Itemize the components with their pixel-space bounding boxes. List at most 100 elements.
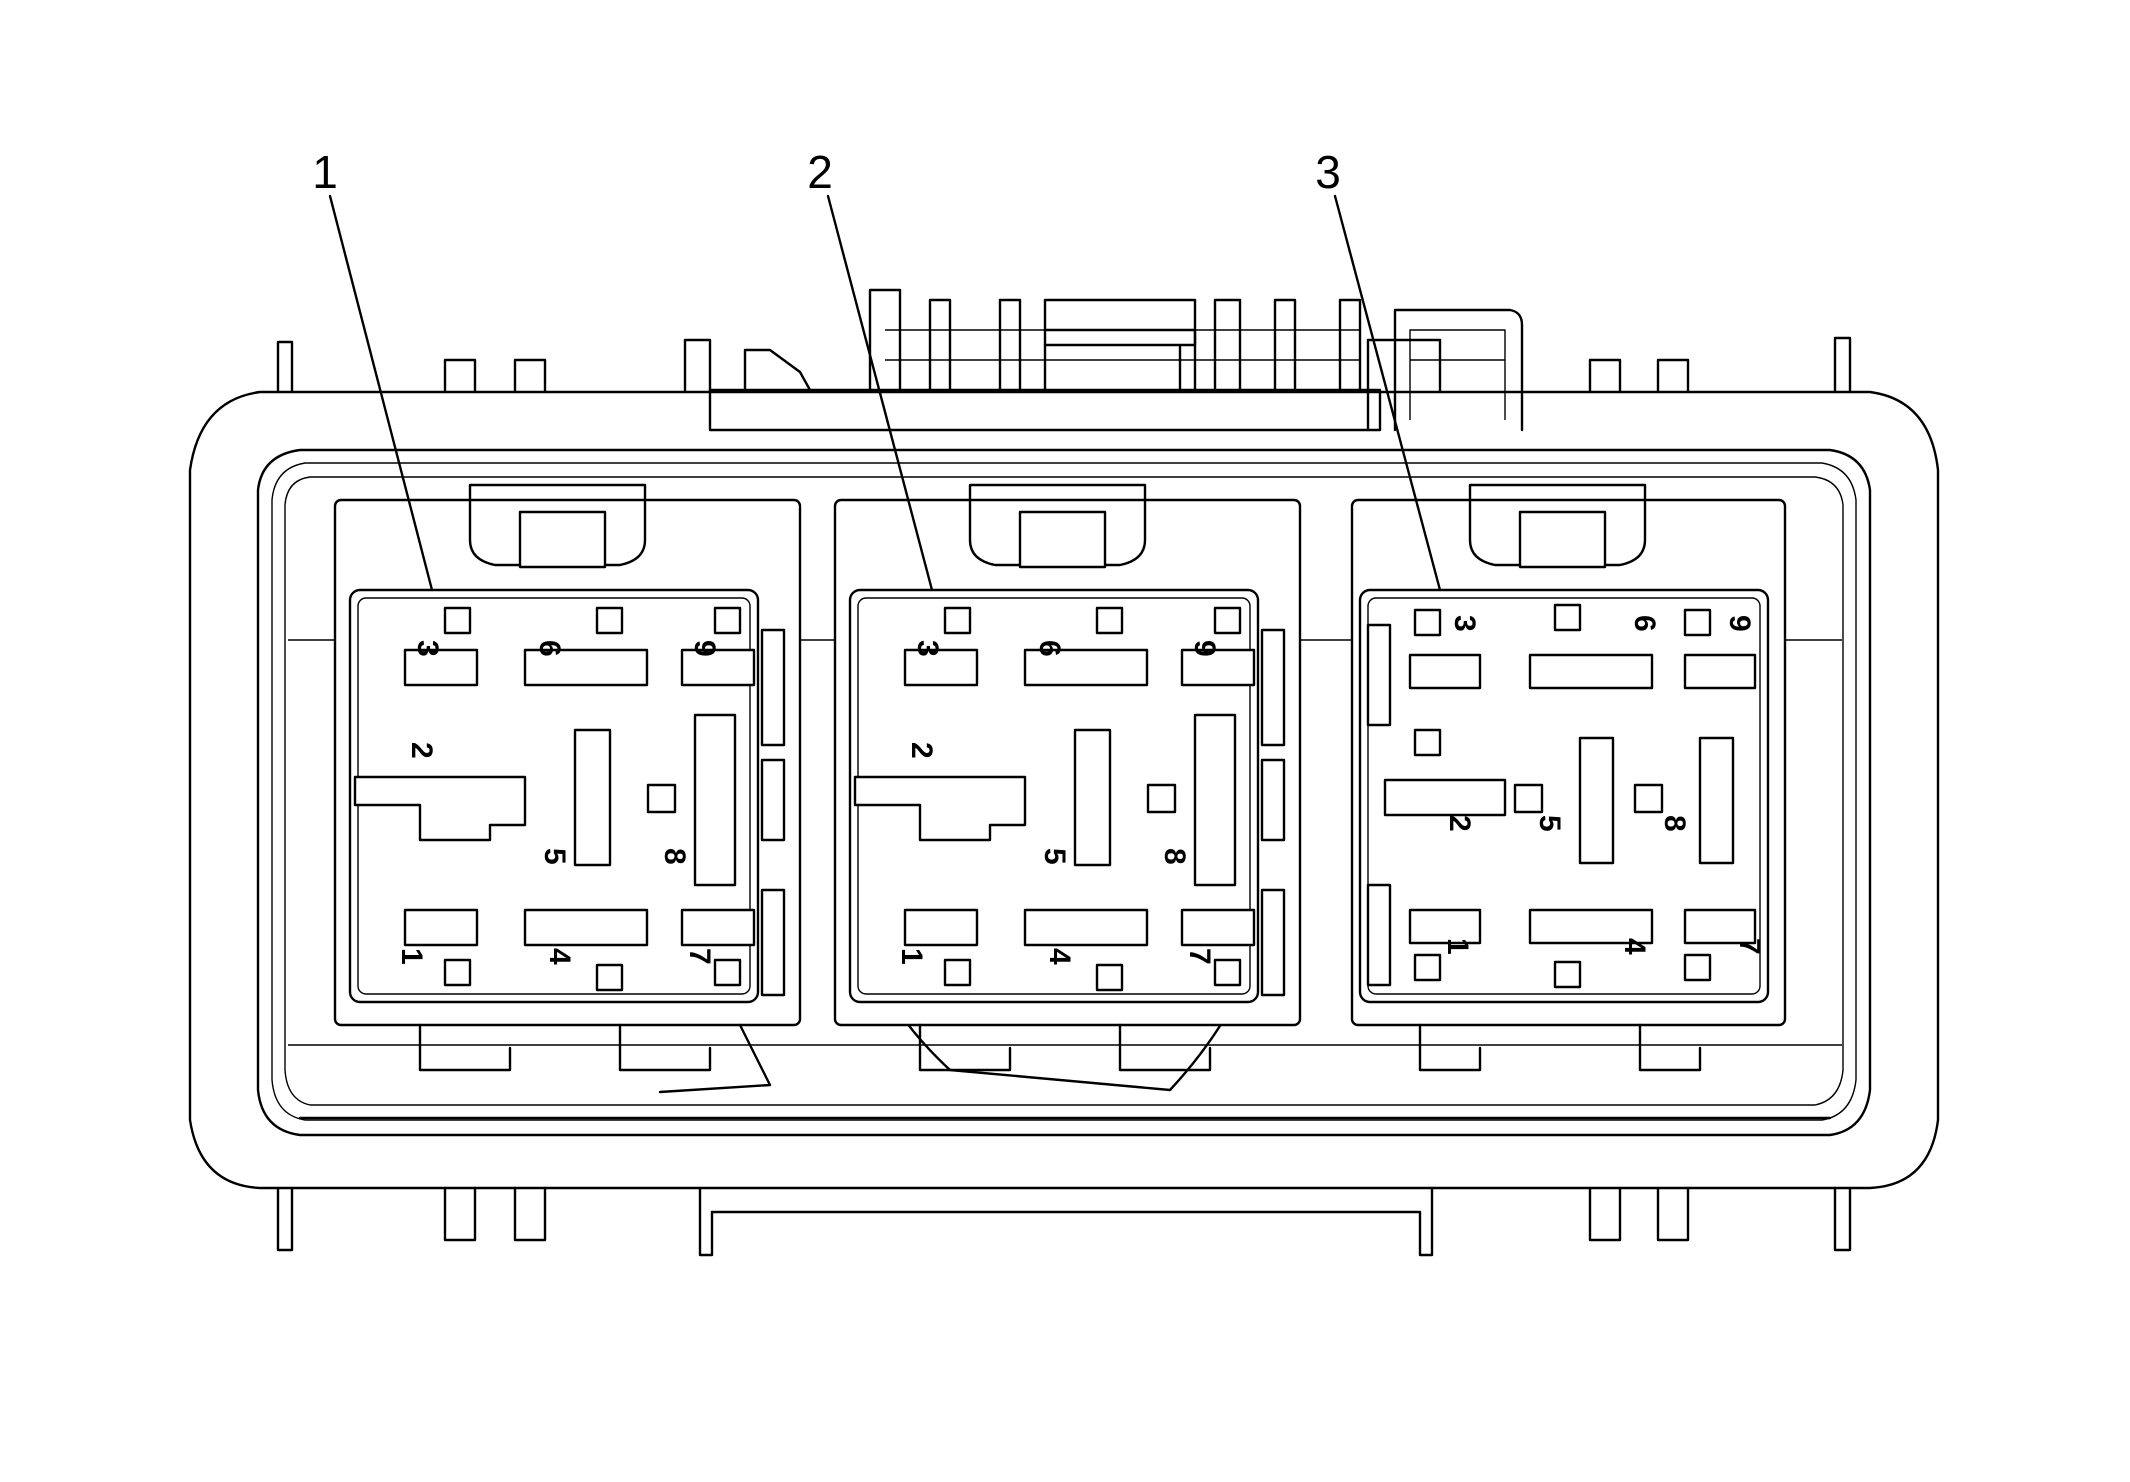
relay-3-terminal-4 xyxy=(1528,908,1654,945)
relay-2-top-latch xyxy=(968,483,1147,567)
relay-1-pin-7: 7 xyxy=(683,948,716,965)
relay-3-rib-bottom xyxy=(1366,883,1392,987)
relay-3-marker-6 xyxy=(1553,603,1582,632)
bottom-wall xyxy=(698,1186,1434,1257)
top-wall-right xyxy=(1366,338,1442,432)
relay-1-terminal-6 xyxy=(523,648,649,687)
callout-2-leader xyxy=(826,194,934,592)
top-fingers-right xyxy=(1213,298,1362,392)
relay-2-terminal-6 xyxy=(1023,648,1149,687)
relay-3-terminal-7 xyxy=(1683,908,1757,945)
relay-1-pin-1: 1 xyxy=(395,948,428,965)
bottom-posts-right xyxy=(1588,1186,1690,1242)
relay-1-pin-3: 3 xyxy=(411,640,444,657)
relay-2-marker-4 xyxy=(1095,963,1124,992)
relay-1-rib-mid xyxy=(760,758,786,842)
top-clip-left xyxy=(276,340,294,394)
relay-2-terminal-9 xyxy=(1180,648,1256,687)
relay-3-marker-4 xyxy=(1553,960,1582,989)
relay-2-terminal-8 xyxy=(1193,713,1237,887)
top-posts-left xyxy=(443,358,547,394)
relay-2-pin-4: 4 xyxy=(1043,948,1076,965)
bottom-tabs xyxy=(276,1186,1852,1257)
relay-2-marker-3 xyxy=(943,606,972,635)
relay-3-terminal-1 xyxy=(1408,908,1482,945)
relay-3-face-inner xyxy=(1367,597,1761,995)
top-ramp xyxy=(743,348,812,392)
relay-2: 3 6 9 2 5 8 1 4 7 xyxy=(833,483,1302,1092)
relay-2-rib-bottom xyxy=(1260,888,1286,997)
relay-1-terminal-4 xyxy=(523,908,649,947)
relay-2-latch-window xyxy=(1018,510,1107,569)
relay-2-rib-top xyxy=(1260,628,1286,747)
relay-3: 3 6 9 2 5 8 1 4 7 xyxy=(1350,483,1787,1072)
housing-inner-rim xyxy=(256,448,1872,1137)
relay-1-pin-5: 5 xyxy=(538,848,571,865)
relay-1-terminal-1 xyxy=(403,908,479,947)
relay-2-pin-9: 9 xyxy=(1188,640,1221,657)
relay-2-pin-5: 5 xyxy=(1038,848,1071,865)
relay-2-terminal-2 xyxy=(853,775,1027,842)
relay-2-pin-7: 7 xyxy=(1183,948,1216,965)
relay-1-pin-4: 4 xyxy=(543,948,576,965)
relay-3-marker-2 xyxy=(1413,728,1442,757)
bottom-posts-left xyxy=(443,1186,547,1242)
relay-1-face xyxy=(348,588,760,1004)
relay-3-terminal-6 xyxy=(1528,653,1654,690)
relay-1-marker-4 xyxy=(595,963,624,992)
top-latch-detail xyxy=(1409,329,1506,420)
relay-2-pin-6: 6 xyxy=(1033,640,1066,657)
callouts: 1 2 3 xyxy=(312,146,1442,592)
relay-2-marker-9 xyxy=(1213,606,1242,635)
top-fingers-left xyxy=(868,288,1022,392)
relay-1-terminal-8 xyxy=(693,713,737,887)
relay-3-key-left xyxy=(1513,783,1544,814)
relay-2-terminal-4 xyxy=(1023,908,1149,947)
relay-3-face xyxy=(1358,588,1770,1004)
relay-3-pin-5: 5 xyxy=(1533,815,1566,832)
relay-2-terminal-1 xyxy=(903,908,979,947)
relay-2-marker-7 xyxy=(1213,958,1242,987)
relay-3-pin-4: 4 xyxy=(1618,938,1651,955)
relay-2-feet xyxy=(918,1023,1212,1072)
housing-inner-rim-3 xyxy=(284,476,1844,1106)
relay-3-terminal-8 xyxy=(1698,736,1735,865)
relay-3-marker-1 xyxy=(1413,953,1442,982)
relay-2-marker-6 xyxy=(1095,606,1124,635)
relay-1-top-latch xyxy=(468,483,647,567)
relay-3-marker-9 xyxy=(1683,608,1712,637)
relay-1-feet xyxy=(418,1023,772,1094)
relay-1-marker-3 xyxy=(443,606,472,635)
housing-inner-rim-2 xyxy=(271,462,1857,1121)
relay-1-latch-window xyxy=(518,510,607,569)
relay-1-pin-2: 2 xyxy=(405,742,438,759)
bottom-clip-left xyxy=(276,1186,294,1252)
top-tabs xyxy=(276,288,1852,432)
callout-1-label: 1 xyxy=(312,146,338,198)
relay-3-latch-window xyxy=(1518,510,1607,569)
callout-1-leader xyxy=(328,194,434,592)
relay-1-pin-9: 9 xyxy=(688,640,721,657)
relay-3-pin-1: 1 xyxy=(1441,938,1474,955)
top-clip-right xyxy=(1833,336,1852,394)
relay-1-marker-6 xyxy=(595,606,624,635)
callout-3-leader xyxy=(1333,194,1442,592)
relay-3-pin-9: 9 xyxy=(1723,615,1756,632)
relay-2-terminal-3 xyxy=(903,648,979,687)
relay-1-terminal-5 xyxy=(573,728,612,867)
relay-2-pin-2: 2 xyxy=(905,742,938,759)
relay-3-terminal-2 xyxy=(1383,778,1507,817)
relay-1-rib-bottom xyxy=(760,888,786,997)
relay-3-pin-6: 6 xyxy=(1628,615,1661,632)
relay-3-marker-3 xyxy=(1413,608,1442,637)
relay-2-marker-1 xyxy=(943,958,972,987)
relay-1-terminal-2 xyxy=(353,775,527,842)
relay-1-terminal-9 xyxy=(680,648,756,687)
relay-3-top-latch xyxy=(1468,483,1647,567)
relay-3-key-right xyxy=(1633,783,1664,814)
housing-outer-shell xyxy=(188,390,1940,1190)
relay-2-terminal-7 xyxy=(1180,908,1256,947)
relay-3-pin-8: 8 xyxy=(1658,815,1691,832)
relay-1-terminal-3 xyxy=(403,648,479,687)
